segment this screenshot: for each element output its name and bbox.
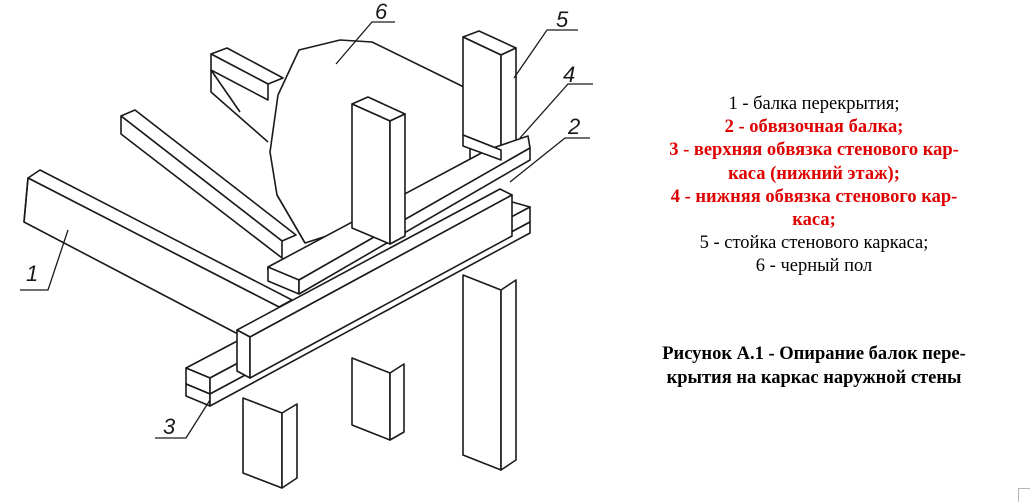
caption-line-2: крытия на каркас наружной стены bbox=[666, 367, 962, 388]
figure-caption: Рисунок А.1 - Опирание балок пере- крыти… bbox=[612, 343, 1016, 390]
label-4: 4 bbox=[563, 62, 575, 87]
floor-beam-back bbox=[210, 47, 284, 143]
stud-middle bbox=[351, 96, 406, 245]
floor-beam-support-drawing: 1 2 3 4 5 6 bbox=[20, 0, 593, 489]
label-5: 5 bbox=[556, 7, 569, 32]
resize-corner bbox=[1018, 488, 1030, 502]
leader-6 bbox=[335, 21, 395, 65]
leader-5 bbox=[513, 29, 578, 79]
leader-4 bbox=[519, 83, 593, 139]
stud-lower-middle bbox=[351, 357, 405, 441]
legend-item-5: 5 - стойка стенового каркаса; bbox=[699, 233, 929, 254]
label-2: 2 bbox=[567, 114, 580, 139]
stud-lower-left bbox=[242, 397, 298, 489]
floor-beam-middle bbox=[120, 109, 297, 259]
legend-item-1: 1 - балка перекрытия; bbox=[728, 94, 900, 114]
leader-3 bbox=[155, 399, 211, 439]
legend-item-4: 4 - нижняя обвязка стенового кар- bbox=[670, 186, 958, 207]
floor-beam-front bbox=[23, 169, 293, 334]
legend-item-2: 2 - обвязочная балка; bbox=[724, 117, 904, 138]
label-6: 6 bbox=[375, 0, 388, 24]
legend-item-6: 6 - черный пол bbox=[755, 256, 873, 277]
label-3: 3 bbox=[163, 414, 176, 439]
caption-line-1: Рисунок А.1 - Опирание балок пере- bbox=[662, 344, 966, 364]
label-1: 1 bbox=[26, 261, 38, 286]
leader-2 bbox=[509, 137, 590, 183]
leader-1 bbox=[20, 229, 69, 291]
legend: 1 - балка перекрытия; 2 - обвязочная бал… bbox=[612, 93, 1016, 279]
legend-item-3-cont: каса (нижний этаж); bbox=[728, 163, 900, 184]
legend-item-4-cont: каса; bbox=[792, 210, 836, 231]
legend-item-3: 3 - верхняя обвязка стенового кар- bbox=[669, 140, 959, 161]
rim-beam bbox=[236, 188, 513, 379]
stud-right-front bbox=[462, 134, 502, 161]
